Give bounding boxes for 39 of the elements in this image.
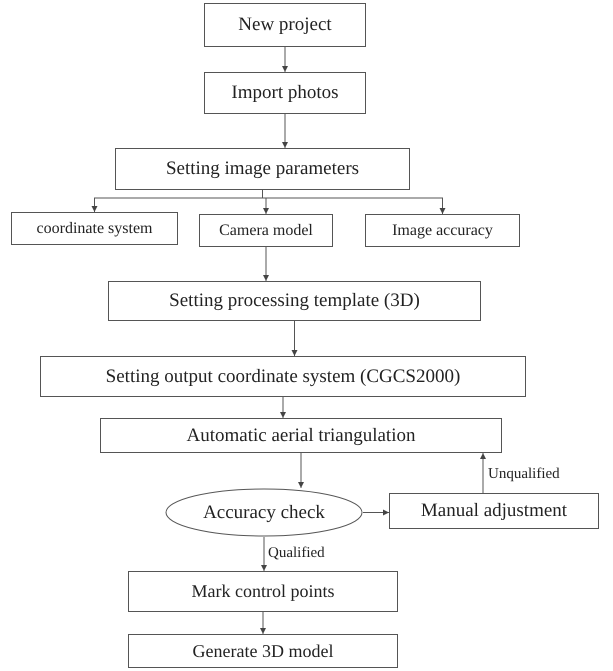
arrow xyxy=(480,452,486,494)
node-text: Mark control points xyxy=(192,581,334,602)
arrow xyxy=(280,396,286,418)
arrow xyxy=(282,46,288,72)
process-box xyxy=(204,3,366,47)
node-text: Setting image parameters xyxy=(166,158,360,180)
arrow xyxy=(262,190,446,214)
arrow xyxy=(260,612,266,634)
node-text: Setting output coordinate system (CGCS2000) xyxy=(106,366,460,388)
edge-label: Unqualified xyxy=(488,467,560,482)
node-text: Manual adjustment xyxy=(420,500,568,522)
node-text: Import photos xyxy=(231,82,339,104)
process-box xyxy=(204,72,366,114)
arrow xyxy=(362,510,390,516)
process-box xyxy=(100,418,502,453)
process-box xyxy=(115,148,410,190)
decision-ellipse xyxy=(165,488,363,537)
arrow xyxy=(292,320,298,356)
edge-label: Qualified xyxy=(268,546,325,561)
process-box xyxy=(128,571,398,612)
process-box xyxy=(40,356,526,397)
node-text: Image accuracy xyxy=(392,222,493,240)
arrow xyxy=(263,246,269,282)
process-box xyxy=(108,281,481,321)
process-box xyxy=(365,214,520,247)
process-box xyxy=(128,634,398,668)
node-text: Generate 3D model xyxy=(192,640,334,662)
node-text: Automatic aerial triangulation xyxy=(186,424,416,446)
arrow xyxy=(298,452,304,488)
process-box xyxy=(11,212,178,245)
process-box xyxy=(389,493,599,529)
node-text: Accuracy check xyxy=(203,502,325,524)
node-text: New project xyxy=(238,14,332,36)
arrow xyxy=(261,536,267,572)
node-text: Setting processing template (3D) xyxy=(169,290,420,312)
node-text: Camera model xyxy=(219,222,313,240)
process-box xyxy=(199,214,333,247)
node-text: coordinate system xyxy=(36,220,152,238)
arrow xyxy=(282,114,288,148)
